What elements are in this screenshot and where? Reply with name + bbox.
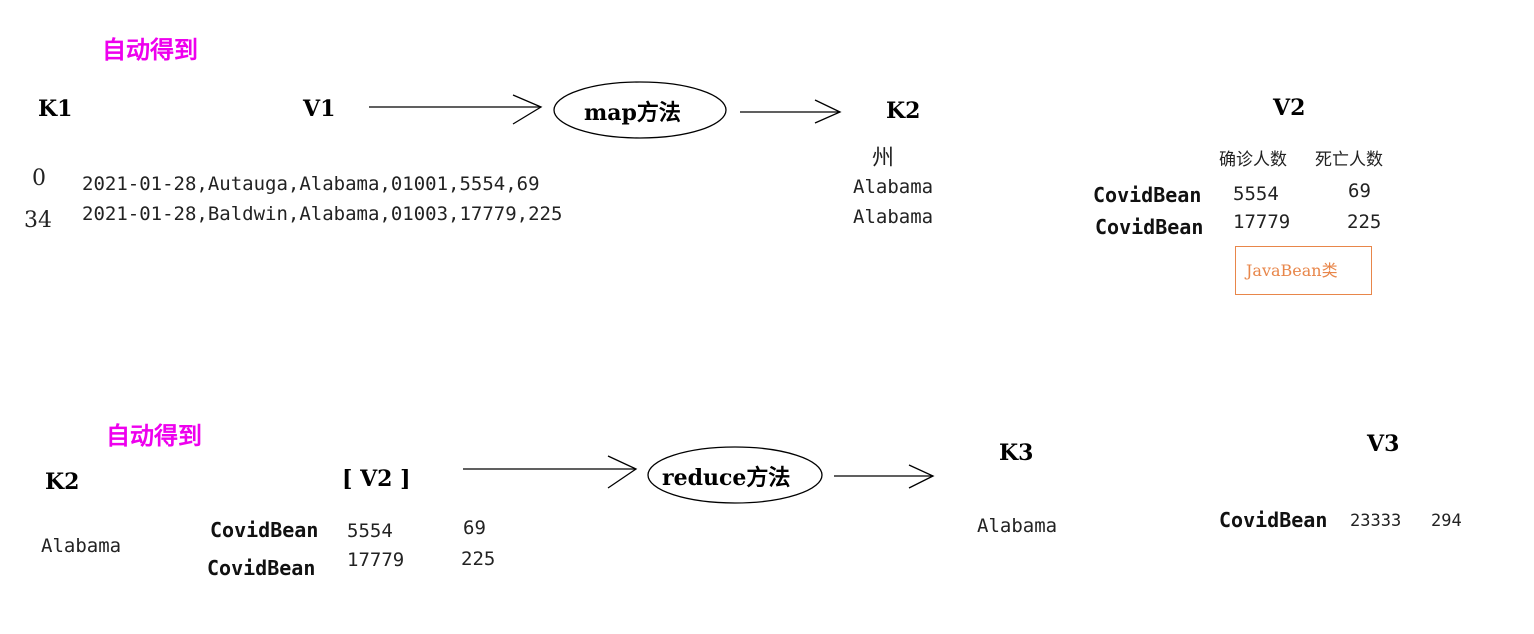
v2-list-header: [ V2 ] bbox=[342, 466, 411, 492]
bottom-bean-row-0-name: CovidBean bbox=[210, 518, 319, 542]
v3-bean-name: CovidBean bbox=[1219, 508, 1328, 532]
v3-header: V3 bbox=[1367, 431, 1400, 457]
state-header: 州 bbox=[872, 146, 895, 171]
reduce-method-label: reduce方法 bbox=[662, 465, 791, 491]
bean-row-1-deaths: 225 bbox=[1347, 211, 1382, 233]
v1-line-0: 2021-01-28,Autauga,Alabama,01001,5554,69 bbox=[82, 173, 540, 195]
bean-row-1-confirmed: 17779 bbox=[1233, 211, 1291, 233]
k1-value-0: 0 bbox=[32, 166, 46, 191]
bean-row-0-confirmed: 5554 bbox=[1233, 183, 1279, 205]
v1-line-1: 2021-01-28,Baldwin,Alabama,01003,17779,2… bbox=[82, 203, 563, 225]
bottom-bean-row-1-confirmed: 17779 bbox=[347, 549, 405, 571]
k2-value-0: Alabama bbox=[853, 176, 934, 198]
bean-row-1-name: CovidBean bbox=[1095, 215, 1204, 239]
k2-value-bottom: Alabama bbox=[41, 535, 122, 557]
bottom-bean-row-1-deaths: 225 bbox=[461, 548, 496, 570]
bean-row-0-deaths: 69 bbox=[1348, 180, 1371, 202]
javabean-box: JavaBean类 bbox=[1235, 246, 1372, 295]
k1-header: K1 bbox=[38, 96, 73, 122]
bottom-bean-row-0-confirmed: 5554 bbox=[347, 520, 393, 542]
auto-obtained-label-bottom: 自动得到 bbox=[106, 422, 202, 450]
arrow-v2-to-reduce bbox=[463, 455, 638, 489]
deaths-header: 死亡人数 bbox=[1315, 150, 1383, 170]
k2-header-top: K2 bbox=[886, 98, 921, 124]
v1-header: V1 bbox=[303, 96, 336, 122]
k3-header: K3 bbox=[999, 440, 1034, 466]
arrow-v1-to-map bbox=[369, 94, 543, 125]
v3-deaths: 294 bbox=[1431, 511, 1462, 531]
k3-value: Alabama bbox=[977, 515, 1058, 537]
map-oval bbox=[553, 81, 727, 139]
bottom-bean-row-1-name: CovidBean bbox=[207, 556, 316, 580]
map-method-label: map方法 bbox=[584, 100, 681, 126]
arrow-reduce-to-k3 bbox=[834, 464, 935, 489]
v3-confirmed: 23333 bbox=[1350, 511, 1402, 531]
arrow-map-to-k2 bbox=[740, 99, 842, 124]
reduce-oval bbox=[647, 446, 823, 504]
confirmed-header: 确诊人数 bbox=[1219, 150, 1287, 170]
javabean-label: JavaBean类 bbox=[1246, 261, 1338, 280]
k1-value-1: 34 bbox=[24, 208, 52, 233]
k2-header-bottom: K2 bbox=[45, 469, 80, 495]
auto-obtained-label-top: 自动得到 bbox=[102, 36, 198, 64]
bottom-bean-row-0-deaths: 69 bbox=[463, 517, 486, 539]
k2-value-1: Alabama bbox=[853, 206, 934, 228]
bean-row-0-name: CovidBean bbox=[1093, 183, 1202, 207]
v2-header-top: V2 bbox=[1273, 95, 1306, 121]
